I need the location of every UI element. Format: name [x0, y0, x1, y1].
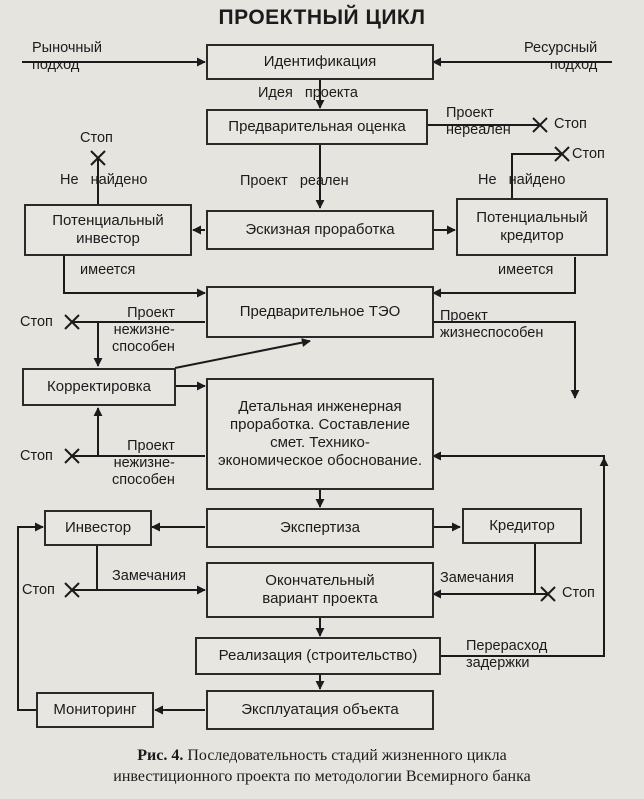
stop-cross-icon — [64, 314, 80, 330]
arrow-investor-available — [63, 255, 206, 298]
label-not-found-left: Не найдено — [60, 172, 148, 188]
label-resource-approach: Ресурсный подход — [524, 40, 598, 73]
stop-cross-icon — [64, 448, 80, 464]
label-project-unrealistic: Проект нереален — [446, 105, 511, 138]
label-stop-6: Стоп — [22, 582, 55, 598]
label-stop-1: Стоп — [554, 116, 587, 132]
box-monitoring: Мониторинг — [36, 692, 154, 728]
caption-prefix: Рис. 4. — [137, 747, 184, 764]
box-identification: Идентификация — [206, 44, 434, 80]
diagram-title: ПРОЕКТНЫЙ ЦИКЛ — [218, 6, 426, 29]
caption-line1: Последовательность стадий жизненного цик… — [187, 747, 507, 764]
label-remarks-left: Замечания — [112, 568, 186, 584]
box-potential-investor: Потенциальный инвестор — [24, 204, 192, 256]
stop-cross-icon — [540, 586, 556, 602]
caption-line2: инвестиционного проекта по методологии В… — [113, 768, 531, 785]
stop-cross-icon — [90, 150, 106, 166]
label-not-viable-1: Проект нежизне- способен — [112, 305, 175, 355]
label-overrun: Перерасход задержки — [466, 638, 548, 671]
label-not-found-right: Не найдено — [478, 172, 566, 188]
arrow-teo-viable — [433, 321, 580, 399]
label-stop-3: Стоп — [572, 146, 605, 162]
label-stop-7: Стоп — [562, 585, 595, 601]
box-potential-creditor: Потенциальный кредитор — [456, 198, 608, 256]
box-operation: Эксплуатация объекта — [206, 690, 434, 730]
label-project-realistic: Проект реален — [240, 173, 349, 189]
box-investor: Инвестор — [44, 510, 152, 546]
arrow-creditor-available — [432, 257, 576, 298]
arrow-correction-to-teo — [174, 338, 311, 369]
box-sketch-design: Эскизная проработка — [206, 210, 434, 250]
arrow-overrun-loop — [432, 451, 605, 657]
label-viable: Проект жизнеспособен — [440, 308, 544, 341]
arrow-monitoring-loop — [17, 522, 44, 711]
box-prelim-feasibility: Предварительное ТЭО — [206, 286, 434, 338]
stop-cross-icon — [532, 117, 548, 133]
label-project-idea: Идея проекта — [258, 85, 358, 101]
label-stop-4: Стоп — [20, 314, 53, 330]
box-prelim-assessment: Предварительная оценка — [206, 109, 428, 145]
stop-cross-icon — [64, 582, 80, 598]
box-correction: Корректировка — [22, 368, 176, 406]
box-expertise: Экспертиза — [206, 508, 434, 548]
box-final-variant: Окончательный вариант проекта — [206, 562, 434, 618]
label-stop-2: Стоп — [80, 130, 113, 146]
label-stop-5: Стоп — [20, 448, 53, 464]
label-available-right: имеется — [498, 262, 554, 278]
label-remarks-right: Замечания — [440, 570, 514, 586]
box-detailed-engineering: Детальная инженерная проработка. Составл… — [206, 378, 434, 490]
box-creditor: Кредитор — [462, 508, 582, 544]
figure-caption: Рис. 4. Последовательность стадий жизнен… — [0, 746, 644, 766]
stop-cross-icon — [554, 146, 570, 162]
line-creditor-not-found — [511, 153, 562, 198]
label-not-viable-2: Проект нежизне- способен — [112, 438, 175, 488]
box-implementation: Реализация (строительство) — [195, 637, 441, 675]
label-market-approach: Рыночный подход — [32, 40, 102, 73]
label-available-left: имеется — [80, 262, 136, 278]
